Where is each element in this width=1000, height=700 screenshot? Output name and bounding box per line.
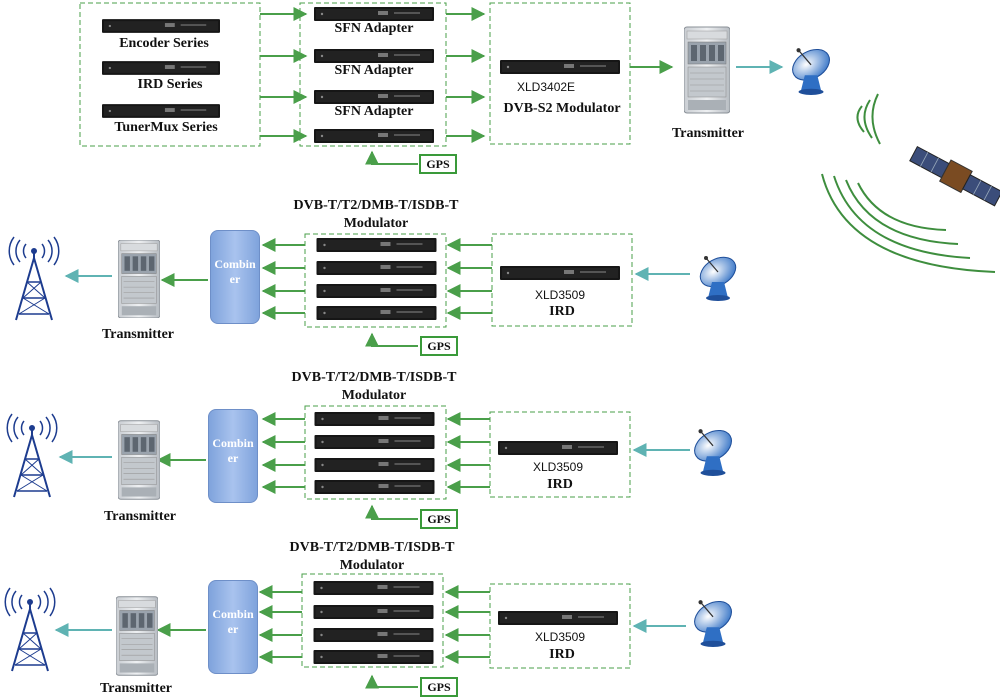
sfn-adapter-device-2 xyxy=(314,49,434,63)
ird-label-2: IRD xyxy=(547,477,573,492)
dvbs2-modulator-device xyxy=(500,60,620,74)
gps-line-3 xyxy=(365,674,418,689)
sfn-adapter-device-3 xyxy=(314,90,434,104)
dvbs2-modulator-box xyxy=(489,2,631,145)
combiner-1-label-b: er xyxy=(229,272,241,286)
tunermux-device xyxy=(102,104,220,118)
ird-device-3 xyxy=(498,611,618,625)
ird-device-2 xyxy=(498,441,618,455)
uplink-dish xyxy=(786,44,836,96)
transmitter-cabinet-2 xyxy=(118,420,160,500)
transmitter-cabinet-3 xyxy=(116,596,158,676)
modulator-device-2c xyxy=(314,458,435,472)
receive-dish-1 xyxy=(694,252,742,302)
modulator-title-3-line1: DVB-T/T2/DMB-T/ISDB-T xyxy=(289,540,455,555)
combiner-2-label-b: er xyxy=(227,451,239,465)
transmitter-cabinet-top xyxy=(684,26,730,114)
modulator-title-3-line2: Modulator xyxy=(339,558,405,573)
top-arrows xyxy=(260,7,674,143)
uplink-waves xyxy=(856,93,881,145)
sfn-adapter-label-3: SFN Adapter xyxy=(334,104,414,119)
modulator-device-2d xyxy=(314,480,435,494)
combiner-3-label-b: er xyxy=(227,622,239,636)
modulator-group-box-2 xyxy=(304,405,447,500)
row2-arrows xyxy=(156,412,490,494)
gps-line-top xyxy=(365,150,418,165)
gps-line-1 xyxy=(365,332,418,347)
modulator-title-2-line2: Modulator xyxy=(341,388,407,403)
modulator-device-1c xyxy=(316,284,437,298)
ird-model-3: XLD3509 xyxy=(534,630,586,644)
gps-box-2: GPS xyxy=(420,509,458,529)
transmitter-label-2: Transmitter xyxy=(103,509,177,524)
modulator-device-2a xyxy=(314,412,435,426)
ird-model-2: XLD3509 xyxy=(532,460,584,474)
encoder-device xyxy=(102,19,220,33)
dvbs2-modulator-label: DVB-S2 Modulator xyxy=(503,101,621,116)
encoder-series-label: Encoder Series xyxy=(119,36,209,51)
satellite-icon xyxy=(909,145,1000,207)
modulator-title-2-line1: DVB-T/T2/DMB-T/ISDB-T xyxy=(291,370,457,385)
ird-series-label: IRD Series xyxy=(137,77,203,92)
broadcast-tower-2 xyxy=(6,412,58,499)
modulator-device-3a xyxy=(313,581,434,595)
gps-box-1: GPS xyxy=(420,336,458,356)
modulator-device-2b xyxy=(314,435,435,449)
transmitter-label-1: Transmitter xyxy=(101,327,175,342)
sfn-adapter-device-1 xyxy=(314,7,434,21)
modulator-title-1-line2: Modulator xyxy=(343,216,409,231)
receive-dish-2 xyxy=(688,425,738,477)
row1-arrows xyxy=(160,238,492,320)
ird-model-1: XLD3509 xyxy=(534,288,586,302)
ird-device-1 xyxy=(500,266,620,280)
modulator-device-3d xyxy=(313,650,434,664)
transmitter-cabinet-1 xyxy=(118,240,160,318)
sfn-adapter-label-1: SFN Adapter xyxy=(334,21,414,36)
sfn-adapter-group-box xyxy=(299,2,447,147)
sfn-adapter-label-2: SFN Adapter xyxy=(334,63,414,78)
modulator-device-3b xyxy=(313,605,434,619)
combiner-3-label-a: Combin xyxy=(212,607,254,621)
ird-label-3: IRD xyxy=(549,647,575,662)
downlink-waves xyxy=(821,173,996,273)
modulator-device-3c xyxy=(313,628,434,642)
modulator-device-1a xyxy=(316,238,437,252)
gps-box-3: GPS xyxy=(420,677,458,697)
combiner-2-label-a: Combin xyxy=(212,436,254,450)
ird-device xyxy=(102,61,220,75)
source-group-box xyxy=(79,2,261,147)
transmitter-label-3: Transmitter xyxy=(99,681,173,696)
gps-box-top: GPS xyxy=(419,154,457,174)
tunermux-series-label: TunerMux Series xyxy=(114,120,218,135)
ird-box-1 xyxy=(491,233,633,327)
transmitter-label-top: Transmitter xyxy=(671,126,745,141)
modulator-device-1b xyxy=(316,261,437,275)
ird-label-1: IRD xyxy=(549,304,575,319)
row3-arrows xyxy=(156,585,490,664)
gps-line-2 xyxy=(365,504,418,520)
receive-dish-3 xyxy=(688,596,738,648)
broadcast-tower-1 xyxy=(8,236,60,321)
modulator-group-box-3 xyxy=(301,573,444,668)
dvbs2-modulator-model: XLD3402E xyxy=(517,80,576,94)
sfn-adapter-device-4 xyxy=(314,129,434,143)
modulator-title-1-line1: DVB-T/T2/DMB-T/ISDB-T xyxy=(293,198,459,213)
combiner-1-label-a: Combin xyxy=(214,257,256,271)
modulator-group-box-1 xyxy=(304,233,447,328)
broadcast-tower-3 xyxy=(4,586,56,673)
modulator-device-1d xyxy=(316,306,437,320)
